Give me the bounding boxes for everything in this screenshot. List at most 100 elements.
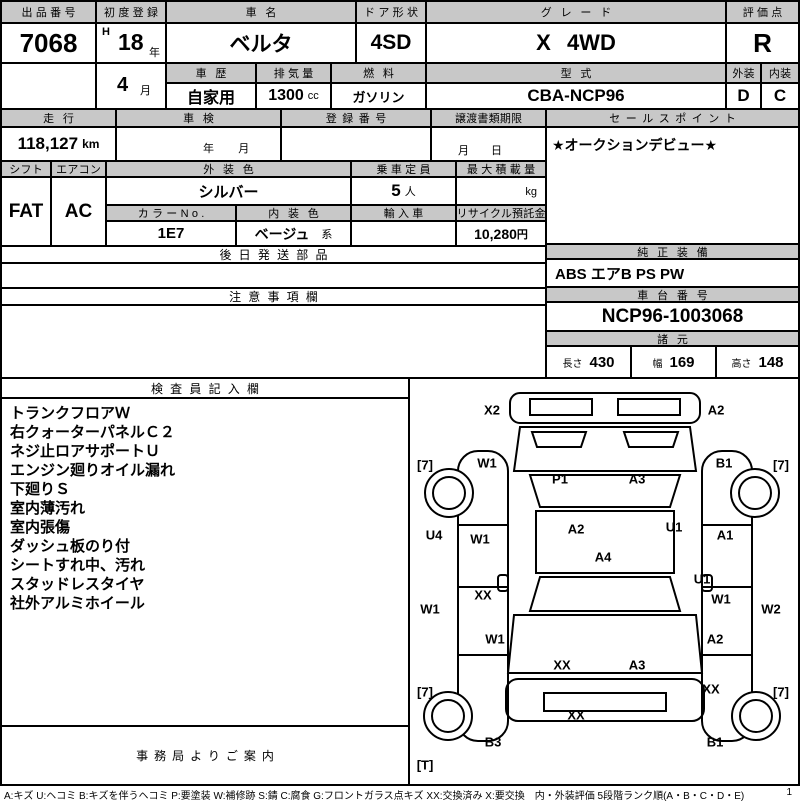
footer-legend-bar: A:キズ U:ヘコミ B:キズを伴うヘコミ P:要塗装 W:補修跡 S:錆 C:… [0,786,800,802]
damage-code-label: B1 [715,455,733,471]
caution-notes-area [0,304,547,379]
inspector-note: トランクフロアＷ [10,405,131,422]
mileage-unit: km [82,137,100,151]
later-parts-area [0,262,547,289]
shift-value: FAT [0,176,52,247]
interior-score-value: C [760,82,800,110]
damage-code-label: W2 [761,601,781,617]
transfer-deadline-value: 月 日 [430,126,547,162]
reg-year: 18 [118,29,144,55]
inspection-placeholder: 年 月 [203,143,256,155]
car-name-value: ベルタ [165,22,357,64]
aircon-header: エアコン [50,160,107,178]
damage-code-label: A2 [707,402,725,418]
length-value: 430 [589,353,615,371]
inspector-note: 右クォーターパネルＣ２ [10,424,175,441]
dimension-width: 幅 169 [630,345,717,379]
interior-color-text: ベージュ [254,225,310,242]
fuel-value: ガソリン [330,82,427,110]
sales-point-header: セールスポイント [545,108,800,128]
color-no-header: カラーNo. [105,204,237,222]
dimension-height: 高さ 148 [715,345,800,379]
page-number: 1 [786,787,792,798]
history-header: 車歴 [165,62,257,84]
office-notice: 事務局よりご案内 [0,725,410,786]
door-shape-header: ドア形状 [355,0,427,24]
sales-point-text: ★オークションデビュー★ [552,137,718,153]
reg-month: 4 [117,74,129,96]
inspector-note: 社外アルミホイール [10,595,145,612]
car-name-header: 車名 [165,0,357,24]
damage-code-label: U1 [693,571,711,587]
damage-code-label: A2 [706,631,724,647]
aircon-value: AC [50,176,107,247]
score-value: R [725,22,800,64]
damage-code-label: X2 [484,402,500,418]
inspection-header: 車検 [115,108,282,128]
grade-value: X 4WD [425,22,727,64]
width-value: 169 [669,353,695,371]
interior-score-header: 内装 [760,62,800,84]
damage-code-label: U1 [665,519,683,535]
import-car-value [350,220,457,247]
damage-code-label: XX [553,657,571,673]
grade-header: グレード [425,0,727,24]
height-value: 148 [758,353,784,371]
transfer-deadline-header: 譲渡書類期限 [430,108,547,128]
registration-number-value [280,126,432,162]
exterior-color-value: シルバー [105,176,352,206]
max-load-value: kg [455,176,547,206]
equipment-value: ABS エアB PS PW [545,258,800,288]
model-code-value: CBA-NCP96 [425,82,727,110]
lot-number-header: 出品番号 [0,0,97,24]
fuel-header: 燃料 [330,62,427,84]
damage-code-label: A3 [628,471,646,487]
registration-number-header: 登録番号 [280,108,432,128]
damage-code-label: [7] [417,457,433,473]
inspector-note: ダッシュ板のり付 [10,538,131,555]
damage-code-legend: A:キズ U:ヘコミ B:キズを伴うヘコミ P:要塗装 W:補修跡 S:錆 C:… [4,791,745,802]
dimension-length: 長さ 430 [545,345,632,379]
displacement-value: 1300 cc [255,82,332,110]
damage-code-label: P1 [552,471,568,487]
capacity-unit: 人 [404,186,416,198]
first-registration-year: H 18 年 [95,22,167,64]
inspector-note: ネジ止ロアサポートＵ [10,443,161,460]
interior-color-suffix: 系 [321,228,333,241]
inspector-note: 下廻りＳ [10,481,71,498]
damage-code-label: U4 [425,527,443,543]
car-outline-graphic [423,392,781,742]
sales-point-value: ★オークションデビュー★ [545,126,800,245]
damage-code-label: W1 [485,631,505,647]
displacement-number: 1300 [268,87,304,104]
chassis-number-value: NCP96-1003068 [545,301,800,332]
damage-code-label: A2 [567,521,585,537]
damage-code-label: XX [474,587,492,603]
damage-code-label: W1 [470,531,490,547]
inspection-value: 年 月 [115,126,282,162]
model-code-header: 型式 [425,62,727,84]
mileage-number: 118,127 [17,134,79,153]
inspector-note: スタッドレスタイヤ [10,576,145,593]
max-load-unit: kg [525,186,537,198]
damage-code-label: W1 [420,601,440,617]
mileage-value: 118,127 km [0,126,117,162]
damage-code-label: [T] [416,757,434,773]
inspector-note: シートすれ中、汚れ [10,557,146,574]
transfer-deadline-placeholder: 月 日 [458,145,508,157]
first-registration-month: 4 月 [95,62,167,110]
recycle-deposit-value: 10,280 円 [455,220,547,247]
height-label: 高さ [731,358,752,370]
color-no-value: 1E7 [105,220,237,247]
lot-number-empty [0,62,97,110]
damage-code-label: [7] [773,457,789,473]
door-shape-value: 4SD [355,22,427,64]
inspector-title: 検査員記入欄 [0,377,410,399]
capacity-number: 5 [391,181,401,200]
damage-code-label: XX [702,681,720,697]
exterior-score-header: 外装 [725,62,762,84]
damage-code-label: A4 [594,549,612,565]
damage-code-label: B1 [706,734,724,750]
inspector-note: 室内張傷 [10,519,71,536]
